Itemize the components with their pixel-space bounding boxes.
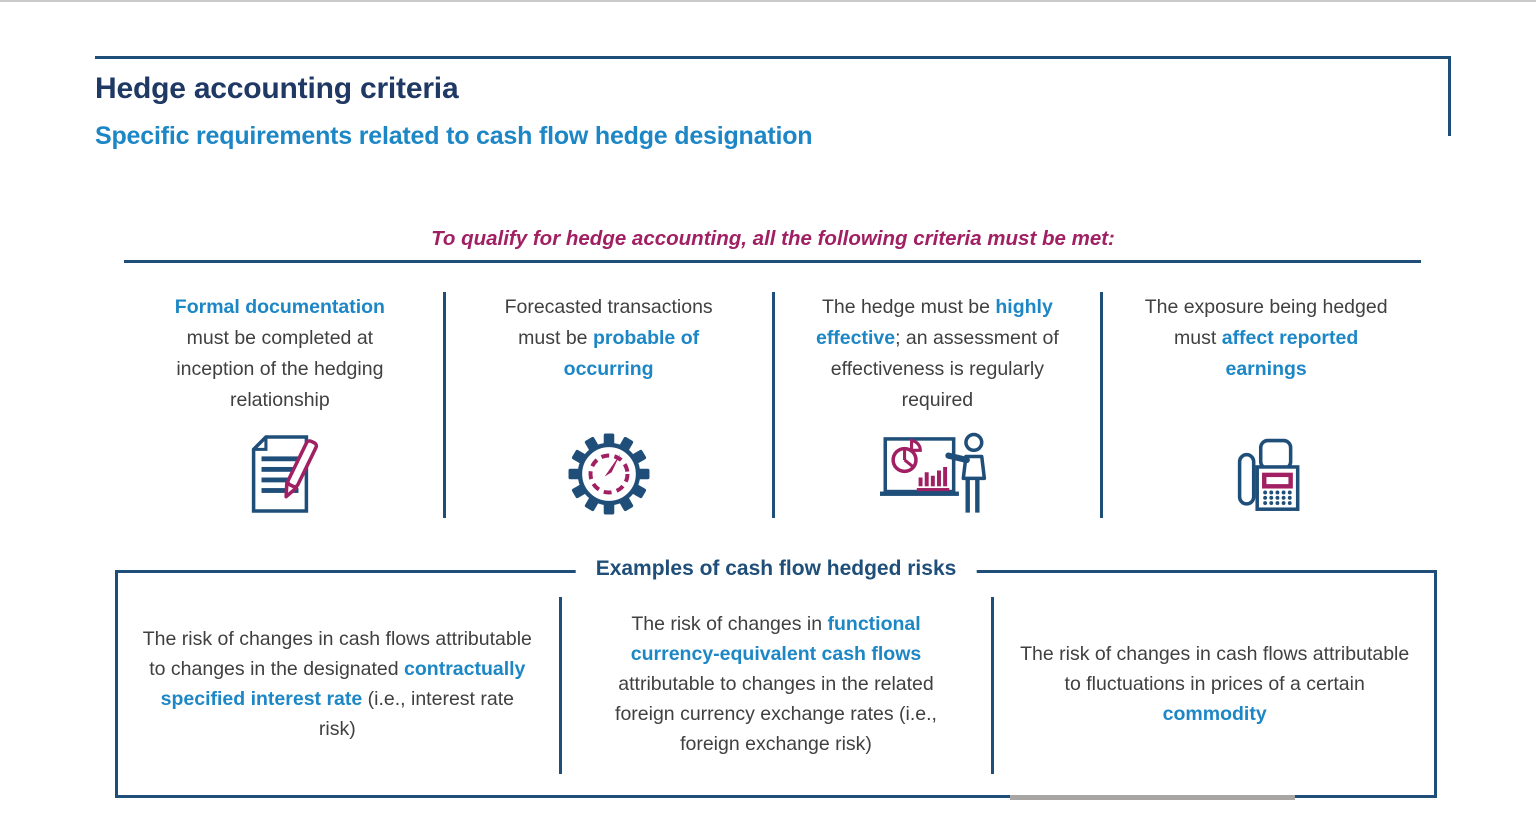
adding-machine-icon xyxy=(1237,438,1300,511)
examples-row: The risk of changes in cash flows attrib… xyxy=(118,573,1434,795)
window-top-border xyxy=(0,0,1536,2)
example-1-lead: The risk of changes in cash flows attrib… xyxy=(142,628,532,680)
example-1-text: The risk of changes in cash flows attrib… xyxy=(141,624,533,744)
document-pen-icon xyxy=(251,435,318,513)
qualifier-statement: To qualify for hedge accounting, all the… xyxy=(431,227,1115,250)
example-2-text: The risk of changes in functional curren… xyxy=(588,609,964,759)
criterion-highly-effective: The hedge must be highly effective; an a… xyxy=(771,292,1101,518)
criterion-3-text: The hedge must be highly effective; an a… xyxy=(806,292,1068,416)
criterion-affect-reported-earnings: The exposure being hedged must affect re… xyxy=(1100,292,1429,518)
criterion-formal-documentation: Formal documentation must be completed a… xyxy=(117,292,443,518)
criterion-1-rest: must be completed at inception of the he… xyxy=(176,327,384,411)
header-rule-corner xyxy=(1448,56,1451,136)
example-1-highlight: contractually specified interest rate xyxy=(160,658,526,710)
page-subtitle: Specific requirements related to cash fl… xyxy=(95,122,813,150)
criterion-3-lead: The hedge must be xyxy=(821,296,996,318)
criterion-1-highlight: Formal documentation xyxy=(174,296,385,318)
criterion-2-highlight: probable of occurring xyxy=(563,327,700,380)
criterion-4-lead: The exposure being hedged must xyxy=(1144,296,1388,349)
example-2-highlight: functional currency-equivalent cash flow… xyxy=(630,613,922,665)
criterion-1-text: Formal documentation must be completed a… xyxy=(160,292,400,416)
example-commodity-risk: The risk of changes in cash flows attrib… xyxy=(995,639,1434,729)
criterion-4-text: The exposure being hedged must affect re… xyxy=(1141,292,1391,385)
example-foreign-exchange-risk: The risk of changes in functional curren… xyxy=(557,609,996,759)
example-3-lead: The risk of changes in cash flows attrib… xyxy=(1020,643,1410,695)
criteria-row: Formal documentation must be completed a… xyxy=(117,292,1429,518)
example-3-text: The risk of changes in cash flows attrib… xyxy=(1012,639,1418,729)
example-interest-rate-risk: The risk of changes in cash flows attrib… xyxy=(118,624,557,744)
criterion-2-text: Forecasted transactions must be probable… xyxy=(489,292,729,385)
criterion-4-highlight: affect reported earnings xyxy=(1221,327,1359,380)
examples-title: Examples of cash flow hedged risks xyxy=(575,557,977,581)
header-rule xyxy=(95,56,1451,59)
gauge-gear-icon xyxy=(568,433,650,515)
criterion-forecasted-transactions: Forecasted transactions must be probable… xyxy=(442,292,772,518)
example-3-highlight: commodity xyxy=(1162,703,1267,725)
criterion-3-highlight: highly effective xyxy=(815,296,1053,349)
page-title: Hedge accounting criteria xyxy=(95,72,459,105)
qualifier-rule xyxy=(124,260,1421,263)
example-2-rest: attributable to changes in the related f… xyxy=(615,673,937,755)
criterion-2-lead: Forecasted transactions must be xyxy=(504,296,713,349)
criterion-3-rest: ; an assessment of effectiveness is regu… xyxy=(830,327,1059,411)
horizontal-scrollbar[interactable] xyxy=(1010,795,1295,800)
presenter-chart-icon xyxy=(880,432,987,513)
example-divider xyxy=(559,597,562,774)
example-divider xyxy=(991,597,994,774)
examples-box: Examples of cash flow hedged risks The r… xyxy=(115,557,1437,798)
example-2-lead: The risk of changes in xyxy=(631,613,828,635)
example-1-rest: (i.e., interest rate risk) xyxy=(318,688,514,740)
